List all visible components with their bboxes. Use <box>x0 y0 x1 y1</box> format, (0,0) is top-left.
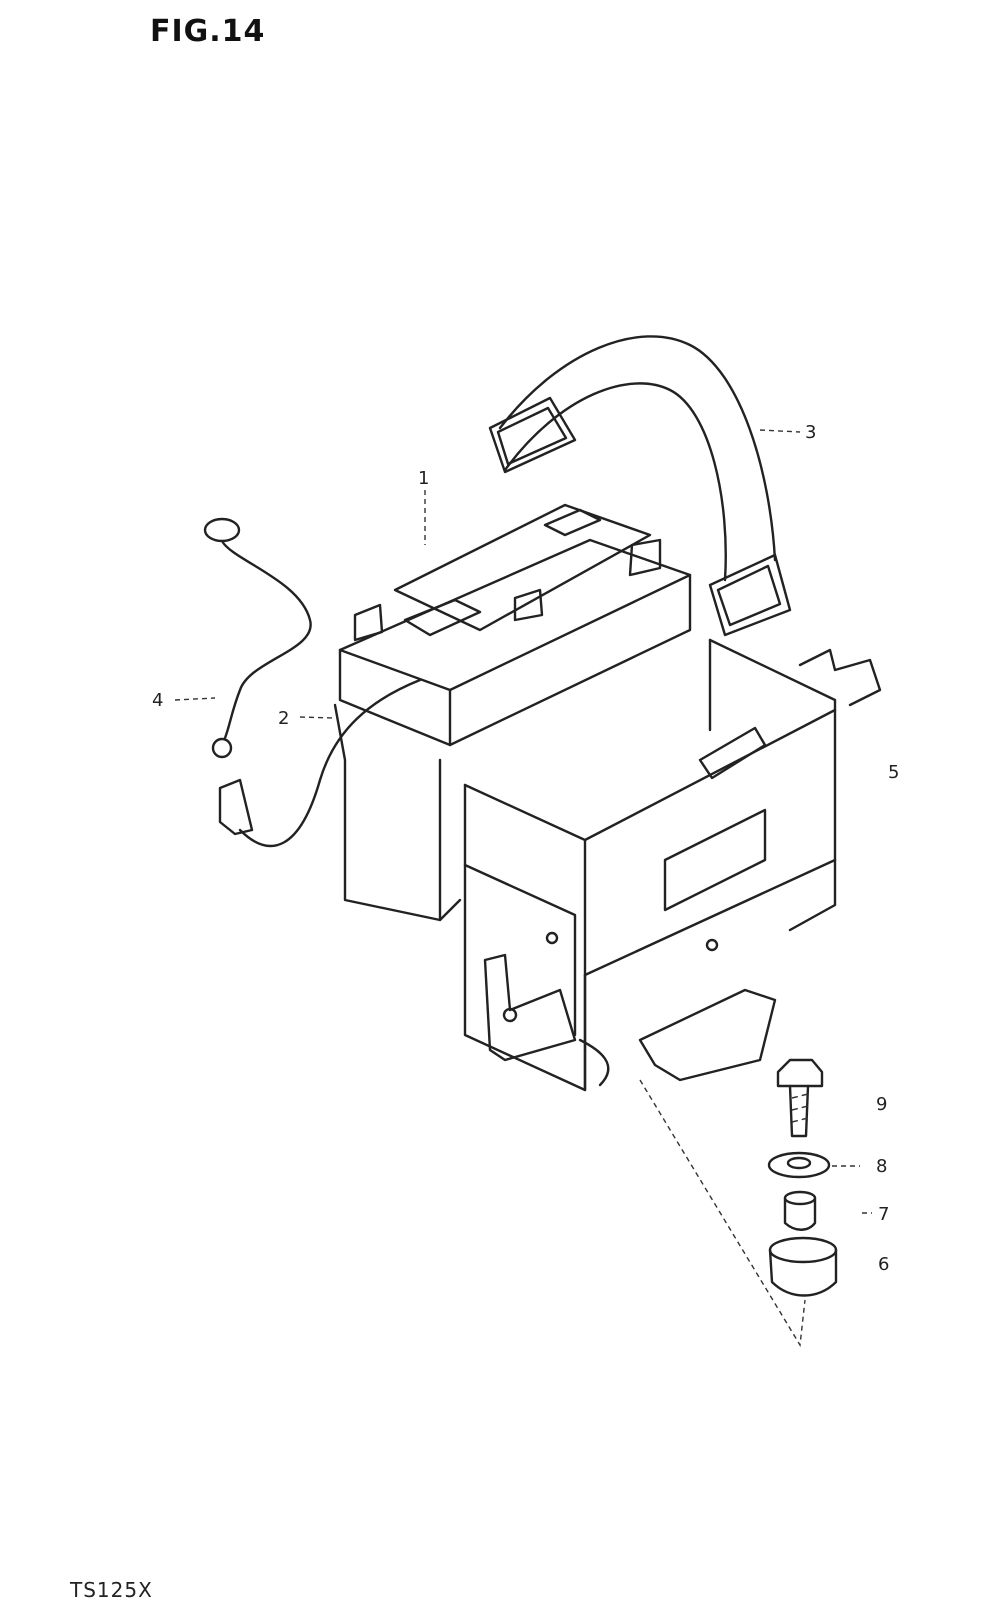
callout-6: 6 <box>878 1254 889 1275</box>
callout-3: 3 <box>805 422 816 443</box>
callout-8: 8 <box>876 1156 887 1177</box>
callout-7: 7 <box>878 1204 889 1225</box>
bolt <box>776 1058 824 1138</box>
battery <box>333 503 692 922</box>
callout-5: 5 <box>888 762 899 783</box>
spacer <box>783 1190 817 1231</box>
battery-case <box>463 638 882 1092</box>
battery-strap <box>488 335 792 637</box>
callout-1: 1 <box>418 468 429 489</box>
model-code: TS125X <box>70 1578 153 1602</box>
ground-cable <box>203 517 422 847</box>
callout-2: 2 <box>278 708 289 729</box>
leader-4 <box>174 697 216 701</box>
washer <box>767 1151 831 1179</box>
callout-4: 4 <box>152 690 163 711</box>
installation-guide-line <box>639 1079 806 1348</box>
leader-2 <box>299 716 336 719</box>
cushion <box>768 1236 838 1297</box>
leader-3 <box>759 429 801 433</box>
callout-9: 9 <box>876 1094 887 1115</box>
figure-title: FIG.14 <box>150 14 266 49</box>
